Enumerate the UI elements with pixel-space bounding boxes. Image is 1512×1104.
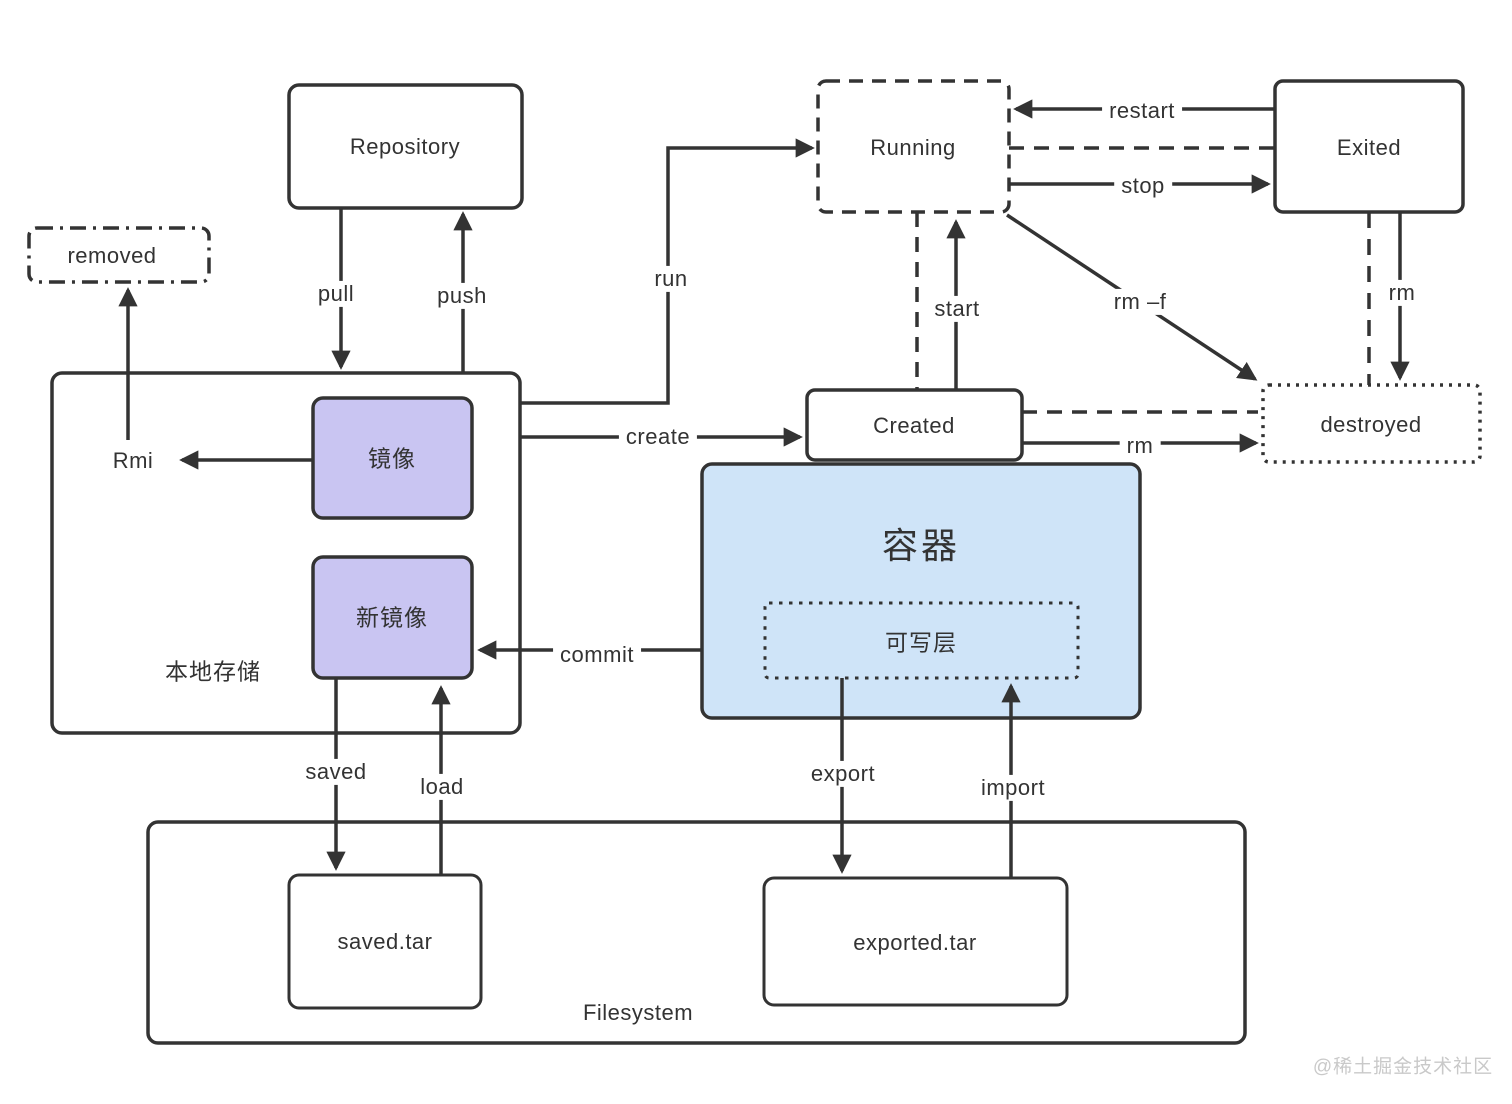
container-box [700,462,1142,720]
edge-load-label: load [413,773,471,801]
destroyed-box [1261,383,1482,464]
running-box [816,79,1011,214]
exported-tar-label: exported.tar [853,929,977,955]
edge-import-label: import [973,774,1053,802]
image-box [311,396,474,520]
edge-start-label: start [927,295,987,323]
edge-run-label: run [647,265,695,293]
container-label: 容器 [881,525,961,567]
new-image-label: 新镜像 [356,604,428,631]
saved-tar-label: saved.tar [337,928,433,954]
saved-tar-box [287,873,483,1010]
edge-saved-label: saved [298,758,374,786]
filesystem-label: Filesystem [582,999,694,1025]
created-label: Created [873,412,955,438]
created-box [805,388,1024,462]
edge-commit-label: commit [553,641,641,669]
running-label: Running [870,134,956,160]
removed-box [27,226,211,284]
edge-restart-label: restart [1102,97,1182,125]
image-label: 镜像 [368,445,416,472]
writable-layer-label: 可写层 [885,629,957,656]
repository-box [287,83,524,210]
edge-rm-created-label: rm [1119,432,1161,460]
local-storage-label: 本地存储 [165,658,261,685]
destroyed-label: destroyed [1320,411,1422,437]
repository-label: Repository [349,133,461,159]
edge-rm-exited-label: rm [1381,279,1423,307]
edge-push-label: push [430,282,494,310]
edge-create-label: create [618,423,698,451]
exported-tar-box [762,876,1069,1007]
writable-layer-box [763,601,1080,680]
new-image-box [311,555,474,680]
removed-label: removed [67,242,157,268]
edge-export-label: export [803,760,883,788]
edge-pull-label: pull [310,280,362,308]
edge-rmi-label: Rmi [112,447,154,473]
watermark-text: @稀土掘金技术社区 [1312,1056,1494,1078]
edge-rm-f-label: rm –f [1106,288,1174,316]
exited-label: Exited [1336,134,1402,160]
edge-stop-label: stop [1114,172,1172,200]
